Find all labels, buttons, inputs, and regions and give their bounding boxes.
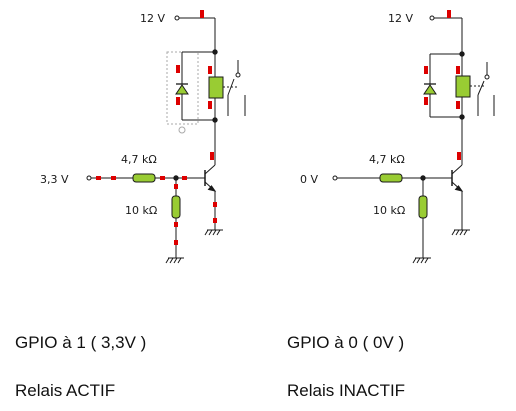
left-current-markers xyxy=(96,10,217,245)
right-supply-label: 12 V xyxy=(388,12,413,25)
left-relay-coil xyxy=(208,76,224,99)
left-caption-relay: Relais ACTIF xyxy=(15,381,116,400)
left-circuit: 12 V 3,3 V 4,7 kΩ xyxy=(40,10,246,264)
right-current-markers xyxy=(424,10,461,160)
left-input-label: 3,3 V xyxy=(40,173,69,186)
right-caption-gpio: GPIO à 0 ( 0V ) xyxy=(287,333,405,352)
right-flyback-diode xyxy=(423,84,437,95)
right-supply-terminal xyxy=(429,15,435,21)
right-transistor-ground-icon xyxy=(451,229,471,236)
left-input-terminal xyxy=(86,175,92,181)
right-input-terminal xyxy=(332,175,338,181)
right-pulldown-resistor xyxy=(418,195,428,219)
right-series-resistor xyxy=(379,173,403,183)
circuit-schematic: 12 V 3,3 V 4,7 kΩ xyxy=(40,10,495,264)
left-transistor-emitter-arrow xyxy=(207,185,217,192)
right-series-resistor-label: 4,7 kΩ xyxy=(369,153,405,166)
left-caption-gpio: GPIO à 1 ( 3,3V ) xyxy=(15,333,147,352)
left-series-resistor xyxy=(132,173,156,183)
left-handle-icon xyxy=(178,126,186,134)
left-relay-contact xyxy=(227,78,235,96)
left-pulldown-ground-icon xyxy=(165,257,185,264)
left-pulldown-resistor-label: 10 kΩ xyxy=(125,204,157,217)
right-relay-contact xyxy=(477,80,485,96)
left-selection-box xyxy=(166,51,199,125)
right-transistor-emitter-arrow xyxy=(454,185,464,192)
right-caption-relay: Relais INACTIF xyxy=(287,381,406,400)
left-pulldown-resistor xyxy=(171,195,181,219)
left-supply-label: 12 V xyxy=(140,12,165,25)
right-input-label: 0 V xyxy=(300,173,318,186)
left-supply-terminal xyxy=(174,15,180,21)
right-pulldown-resistor-label: 10 kΩ xyxy=(373,204,405,217)
left-node-bottom xyxy=(212,117,218,123)
left-transistor-ground-icon xyxy=(204,229,224,236)
right-node-bottom xyxy=(459,114,465,120)
right-pulldown-ground-icon xyxy=(412,257,432,264)
left-flyback-diode xyxy=(175,84,189,95)
left-series-resistor-label: 4,7 kΩ xyxy=(121,153,157,166)
right-circuit: 12 V 0 V 4,7 kΩ 10 kΩ xyxy=(300,10,495,264)
right-relay-coil xyxy=(455,75,471,98)
